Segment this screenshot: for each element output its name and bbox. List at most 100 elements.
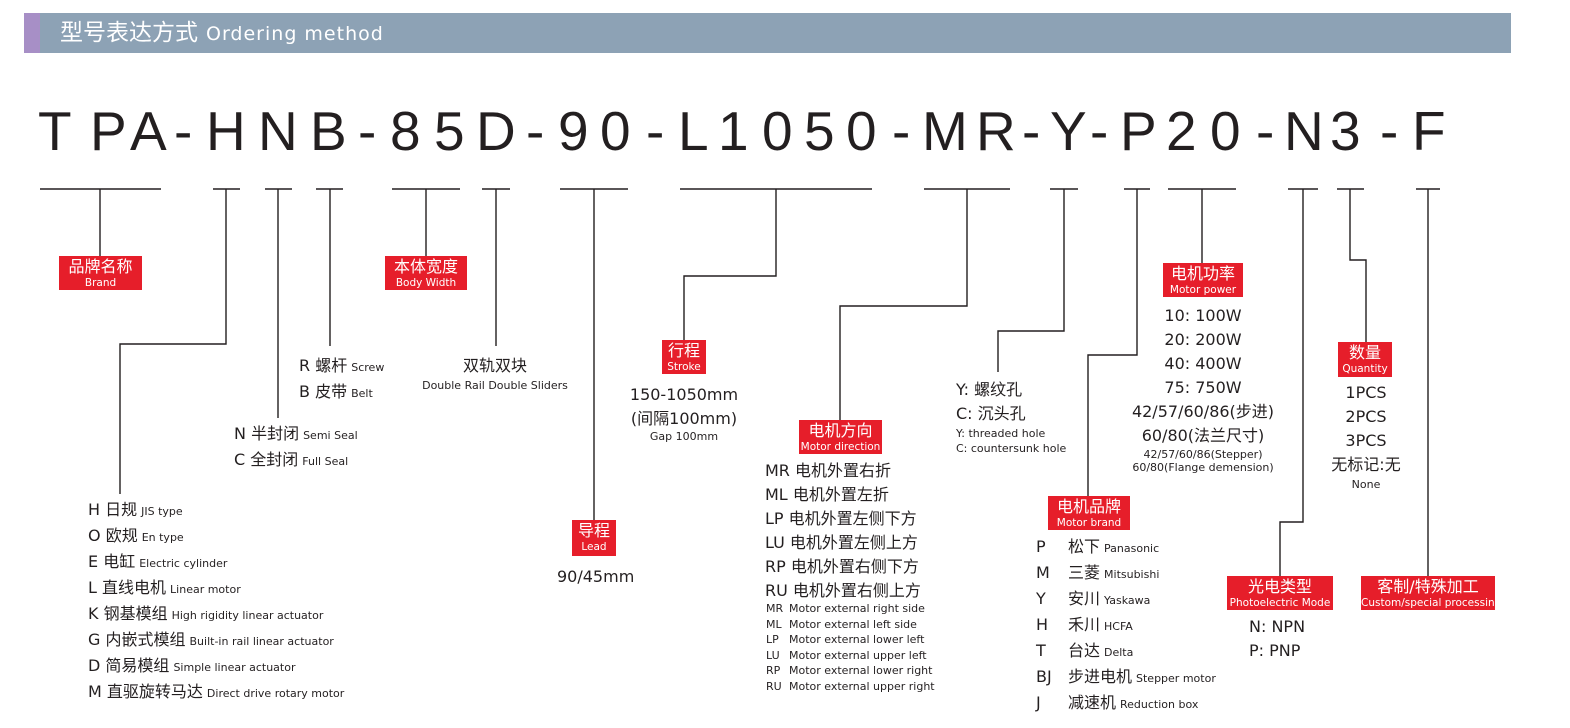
option-code: M	[88, 682, 102, 701]
option-code: P	[1036, 537, 1046, 556]
option-code: RP	[766, 664, 781, 677]
tag-custom-cn: 客制/特殊加工	[1377, 577, 1479, 596]
option-code: RP	[765, 557, 786, 576]
option-code: H	[88, 500, 101, 519]
option-cn: 皮带	[315, 382, 348, 401]
quantity-none-cn: 无标记:无	[1331, 455, 1401, 474]
option-en: JIS type	[141, 505, 183, 518]
option-en: Motor external right side	[789, 602, 925, 615]
direction-options: MR 电机外置右折 ML 电机外置左折 LP 电机外置左侧下方 LU 电机外置左…	[765, 459, 921, 603]
photo-item: N: NPN	[1249, 617, 1306, 636]
option-code: LP	[765, 509, 784, 528]
code-char: N	[1284, 100, 1324, 162]
code-char: -	[358, 100, 377, 162]
option-code: C	[234, 450, 246, 469]
option-code: ML	[765, 485, 788, 504]
code-char: P	[1120, 100, 1157, 162]
option-code: LP	[766, 633, 779, 646]
tag-motor-power-en: Motor power	[1169, 284, 1237, 296]
option-code: LU	[765, 533, 785, 552]
option-cn: 直线电机	[102, 578, 167, 597]
code-char: -	[892, 100, 911, 162]
code-char: A	[130, 100, 167, 162]
code-char: 5	[804, 100, 835, 162]
hole-y-en: Y: threaded hole	[956, 427, 1046, 440]
option-cn: 禾川	[1068, 615, 1101, 634]
code-char: 5	[434, 100, 465, 162]
code-char: 0	[762, 100, 793, 162]
tag-photoelectric: 光电类型 Photoelectric Mode	[1227, 576, 1333, 610]
quantity-none-en: None	[1351, 478, 1381, 491]
tag-custom-en: Custom/special processing	[1361, 597, 1502, 609]
code-char: N	[258, 100, 298, 162]
option-code: MR	[765, 461, 790, 480]
code-char: 3	[1330, 100, 1361, 162]
option-en: Semi Seal	[303, 429, 358, 442]
header-bar: 型号表达方式 Ordering method	[24, 13, 1511, 53]
code-char: Y	[1050, 100, 1087, 162]
list-item: LU 电机外置左侧上方	[765, 531, 921, 555]
stroke-gap-en: Gap 100mm	[649, 430, 719, 443]
option-cn: 电机外置左侧上方	[789, 533, 918, 552]
leader-type	[119, 189, 227, 494]
tag-photoelectric-en: Photoelectric Mode	[1229, 597, 1331, 609]
lead-value: 90/45mm	[557, 567, 635, 586]
option-cn: 三菱	[1068, 563, 1101, 582]
rail-info: 双轨双块 Double Rail Double Sliders	[420, 354, 570, 393]
code-char: 9	[558, 100, 589, 162]
code-char: P	[90, 100, 127, 162]
option-cn: 电机外置左折	[792, 485, 889, 504]
power-item: 20: 200W	[1164, 330, 1242, 349]
option-cn: 半封闭	[251, 424, 300, 443]
option-cn: 电缸	[103, 552, 136, 571]
tag-stroke-cn: 行程	[667, 341, 700, 360]
option-en: HCFA	[1104, 620, 1133, 633]
option-code: B	[299, 382, 310, 401]
option-cn: 安川	[1068, 589, 1101, 608]
option-code: M	[1036, 563, 1050, 582]
power-stepper-en: 42/57/60/86(Stepper)	[1143, 448, 1263, 461]
quantity-item: 1PCS	[1345, 383, 1387, 402]
option-code: T	[1036, 641, 1046, 660]
option-code: RU	[765, 581, 788, 600]
option-en: Electric cylinder	[139, 557, 228, 570]
power-stepper-cn: 42/57/60/86(步进)	[1131, 402, 1275, 421]
list-item: RP 电机外置右侧下方	[765, 555, 921, 579]
power-flange-cn: 60/80(法兰尺寸)	[1141, 426, 1265, 445]
option-code: E	[88, 552, 99, 571]
stroke-range: 150-1050mm	[629, 385, 739, 404]
leader-photo	[1279, 189, 1304, 576]
option-code: RU	[766, 679, 782, 693]
header-title-en: Ordering method	[206, 23, 384, 45]
option-en: Motor external upper right	[789, 679, 935, 693]
option-code: J	[1036, 693, 1041, 712]
tag-brand: 品牌名称 Brand	[59, 256, 142, 290]
power-item: 40: 400W	[1164, 354, 1242, 373]
code-char: T	[38, 100, 72, 162]
code-char: B	[310, 100, 347, 162]
tag-stroke: 行程 Stroke	[662, 340, 706, 374]
tag-motor-direction-en: Motor direction	[800, 441, 881, 453]
header-title-cn: 型号表达方式	[60, 20, 198, 46]
leader-brand-motor	[1087, 189, 1138, 496]
option-cn: 全封闭	[250, 450, 299, 469]
tag-body-width-en: Body Width	[395, 277, 457, 289]
lead-info: 90/45mm	[557, 565, 634, 589]
list-item: RU 电机外置右侧上方	[765, 579, 921, 603]
